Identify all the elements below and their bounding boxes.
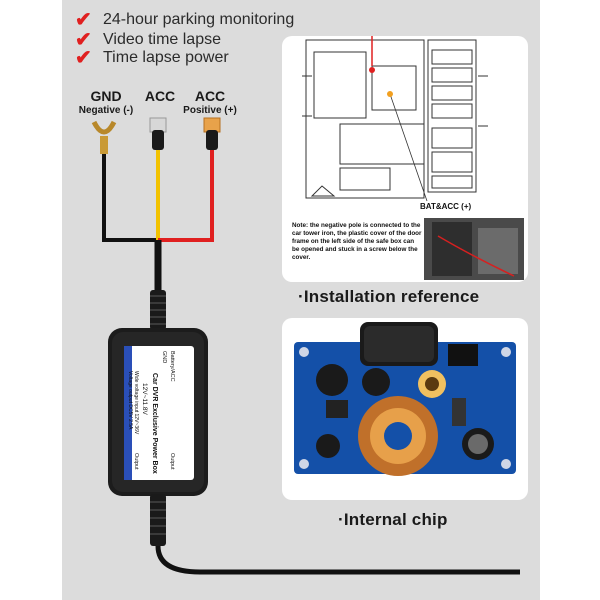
gnd-sub: Negative (-) — [78, 105, 134, 116]
installation-caption: ·Installation reference — [298, 287, 480, 306]
gnd-wire — [102, 150, 158, 242]
power-box-label: E-ACE Battery/ACC GND Car DVR Exclusive … — [127, 351, 186, 474]
gnd-label: GND Negative (-) — [76, 88, 136, 116]
pcb-image — [294, 322, 516, 476]
box-range: 12V~11.8V — [141, 383, 148, 416]
acc-positive-label: ACC Positive (+) — [180, 88, 240, 116]
leader-line — [389, 93, 428, 202]
bat-acc-label: BAT&ACC (+) — [420, 202, 472, 211]
fuse-box-diagram — [302, 36, 524, 280]
feature-item: ✔ Time lapse power — [75, 48, 229, 68]
feature-label: 24-hour parking monitoring — [103, 11, 295, 28]
acc-name: ACC — [144, 88, 176, 104]
strain-relief-bottom — [150, 494, 166, 546]
installation-note: Note: the negative pole is connected to … — [292, 222, 422, 261]
feature-label: Video time lapse — [103, 31, 221, 48]
feature-item: ✔ 24-hour parking monitoring — [75, 10, 294, 30]
installation-card: BAT&ACC (+) Note: the negative pole is c… — [282, 36, 528, 282]
box-label-red: Battery/ACC — [169, 351, 175, 382]
strain-relief-top — [150, 290, 166, 330]
box-title: Car DVR Exclusive Power Box — [151, 373, 158, 474]
feature-item: ✔ Video time lapse — [75, 30, 221, 50]
acc-pos-sub: Positive (+) — [183, 105, 237, 116]
acc-positive-wire — [158, 150, 214, 242]
feature-label: Time lapse power — [103, 49, 229, 66]
check-icon: ✔ — [75, 47, 92, 69]
box-label-out2: Output — [133, 453, 139, 470]
box-label-gnd: GND — [161, 351, 167, 363]
chip-card — [282, 318, 528, 500]
fuse-tap-yellow-icon — [149, 117, 167, 150]
fuse-marker-orange — [387, 91, 393, 97]
output-cable — [155, 545, 520, 575]
box-spec1: Wide voltage input 12V~36V — [133, 371, 139, 435]
chip-caption: ·Internal chip — [338, 510, 448, 529]
acc-label: ACC — [140, 88, 180, 104]
fuse-tap-red-icon — [203, 117, 221, 150]
box-label-out1: Output — [169, 453, 175, 470]
box-brand: E-ACE — [179, 353, 186, 375]
check-icon: ✔ — [75, 29, 92, 51]
power-box — [108, 328, 208, 496]
gnd-name: GND — [90, 88, 122, 104]
box-spec2: Voltage output DC5V 2.5A — [127, 371, 133, 430]
acc-pos-name: ACC — [194, 88, 226, 104]
check-icon: ✔ — [75, 9, 92, 31]
fuse-marker-red — [369, 67, 375, 73]
fork-terminal-icon — [91, 120, 117, 154]
